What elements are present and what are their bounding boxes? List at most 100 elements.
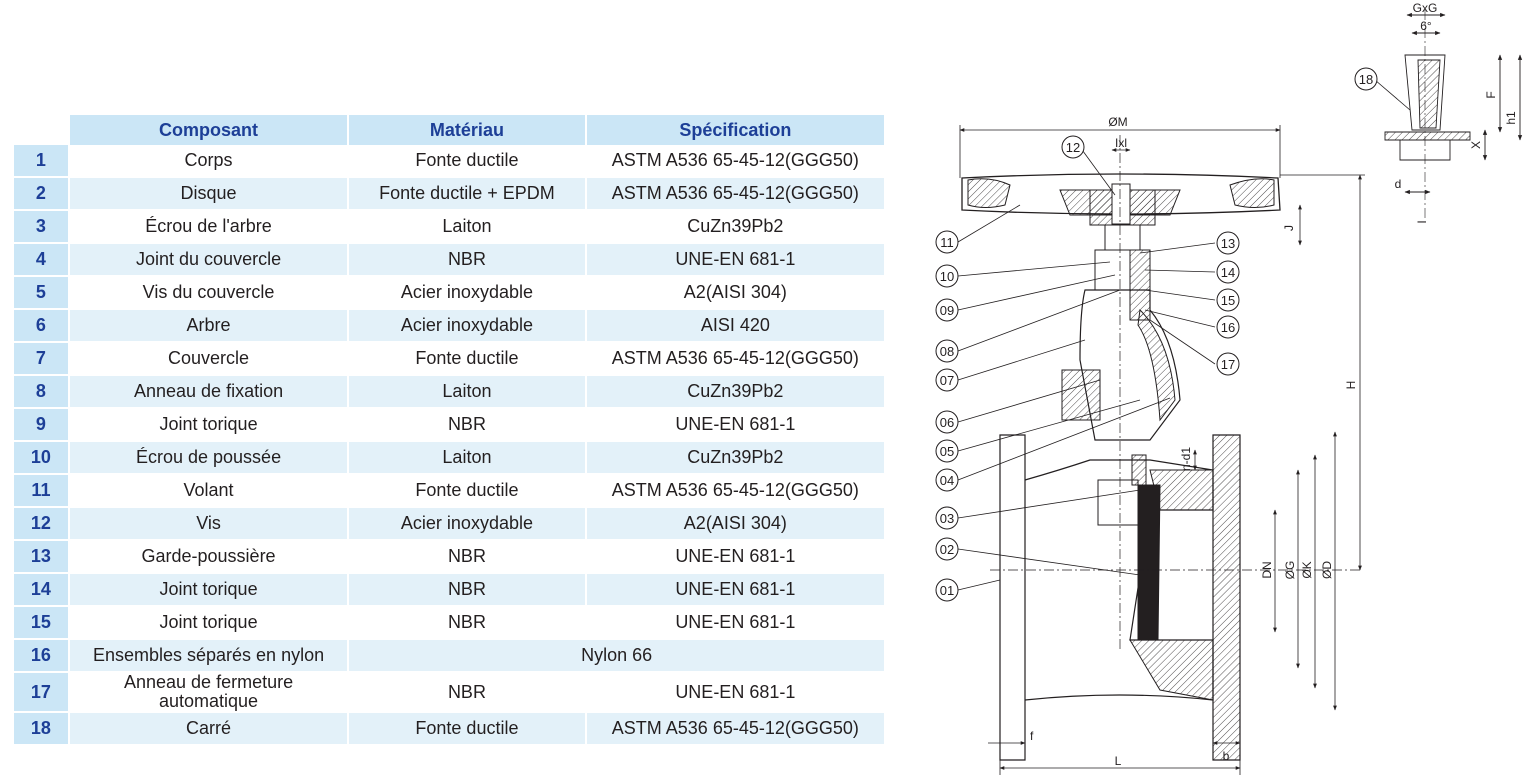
table-row: 5 Vis du couvercle Acier inoxydable A2(A… (14, 277, 886, 310)
spec-cell: ASTM A536 65-45-12(GGG50) (586, 713, 886, 746)
header-specification: Spécification (586, 115, 886, 145)
dim-X: X (1469, 141, 1483, 149)
svg-text:13: 13 (1221, 236, 1235, 251)
component-cell: Joint torique (69, 607, 350, 640)
components-table: Composant Matériau Spécification 1 Corps… (14, 115, 886, 746)
material-cell: NBR (349, 541, 587, 574)
row-number: 2 (14, 178, 70, 211)
callout-14: 14 (1216, 260, 1240, 284)
table-row: 16 Ensembles séparés en nylon Nylon 66 (14, 640, 886, 673)
component-cell: Vis du couvercle (69, 277, 350, 310)
component-cell: Carré (69, 713, 350, 746)
row-number: 1 (14, 145, 70, 178)
dim-angle: 6° (1420, 19, 1432, 33)
spec-cell: ASTM A536 65-45-12(GGG50) (586, 178, 886, 211)
material-cell: Laiton (349, 211, 587, 244)
table-row: 13 Garde-poussière NBR UNE-EN 681-1 (14, 541, 886, 574)
dim-f: f (1030, 729, 1034, 743)
material-cell: NBR (349, 607, 587, 640)
dim-M: ØM (1108, 115, 1127, 129)
component-cell: Anneau de fixation (69, 376, 350, 409)
component-cell: Couvercle (69, 343, 350, 376)
component-cell: Disque (69, 178, 350, 211)
dim-GxG: GxG (1413, 1, 1438, 15)
dim-J: J (1282, 225, 1296, 231)
table-row: 7 Couvercle Fonte ductile ASTM A536 65-4… (14, 343, 886, 376)
dim-L: L (1115, 754, 1122, 768)
component-cell: Écrou de l'arbre (69, 211, 350, 244)
callout-12: 12 (1061, 135, 1085, 159)
callout-06: 06 (935, 410, 959, 434)
row-number: 10 (14, 442, 70, 475)
callout-leaders (957, 79, 1411, 591)
material-cell: Fonte ductile (349, 343, 587, 376)
dim-K: ØK (1300, 561, 1314, 578)
row-number: 12 (14, 508, 70, 541)
components-table-container: Composant Matériau Spécification 1 Corps… (14, 115, 886, 746)
table-row: 9 Joint torique NBR UNE-EN 681-1 (14, 409, 886, 442)
spec-cell: ASTM A536 65-45-12(GGG50) (586, 145, 886, 178)
material-cell: Laiton (349, 442, 587, 475)
material-cell: Fonte ductile (349, 475, 587, 508)
component-cell: Joint torique (69, 409, 350, 442)
component-cell: Volant (69, 475, 350, 508)
svg-text:18: 18 (1359, 72, 1373, 87)
callout-02: 02 (935, 537, 959, 561)
svg-text:08: 08 (940, 344, 954, 359)
spec-cell: UNE-EN 681-1 (586, 244, 886, 277)
table-row: 12 Vis Acier inoxydable A2(AISI 304) (14, 508, 886, 541)
svg-text:07: 07 (940, 373, 954, 388)
svg-text:02: 02 (940, 542, 954, 557)
table-row: 15 Joint torique NBR UNE-EN 681-1 (14, 607, 886, 640)
callout-07: 07 (935, 368, 959, 392)
header-composant: Composant (69, 115, 350, 145)
dim-lxl: Ixl (1115, 136, 1127, 150)
callout-11: 11 (935, 230, 959, 254)
callout-markers: 11 10 09 08 07 06 05 04 03 02 01 12 13 1… (935, 67, 1378, 602)
spec-cell: CuZn39Pb2 (586, 442, 886, 475)
svg-text:16: 16 (1221, 320, 1235, 335)
table-row: 10 Écrou de poussée Laiton CuZn39Pb2 (14, 442, 886, 475)
material-cell: NBR (349, 574, 587, 607)
dim-G: ØG (1283, 561, 1297, 580)
table-row: 18 Carré Fonte ductile ASTM A536 65-45-1… (14, 713, 886, 746)
row-number: 16 (14, 640, 70, 673)
spec-cell: A2(AISI 304) (586, 277, 886, 310)
svg-text:01: 01 (940, 583, 954, 598)
spec-cell: UNE-EN 681-1 (586, 673, 886, 713)
component-line-1: Anneau de fermeture (123, 672, 294, 692)
callout-13: 13 (1216, 231, 1240, 255)
material-cell: Laiton (349, 376, 587, 409)
callout-15: 15 (1216, 288, 1240, 312)
row-number: 4 (14, 244, 70, 277)
svg-text:06: 06 (940, 415, 954, 430)
callout-10: 10 (935, 264, 959, 288)
merged-material-spec-cell: Nylon 66 (349, 640, 886, 673)
component-cell: Écrou de poussée (69, 442, 350, 475)
callout-09: 09 (935, 298, 959, 322)
callout-01: 01 (935, 578, 959, 602)
table-row: 11 Volant Fonte ductile ASTM A536 65-45-… (14, 475, 886, 508)
spec-cell: AISI 420 (586, 310, 886, 343)
row-number: 13 (14, 541, 70, 574)
component-cell: Joint torique (69, 574, 350, 607)
spec-cell: UNE-EN 681-1 (586, 607, 886, 640)
spec-cell: UNE-EN 681-1 (586, 409, 886, 442)
svg-text:12: 12 (1066, 140, 1080, 155)
svg-text:15: 15 (1221, 293, 1235, 308)
svg-text:09: 09 (940, 303, 954, 318)
material-cell: Acier inoxydable (349, 277, 587, 310)
dimension-labels: ØM Ixl J H n-d1 DN ØG ØK ØD f b L GxG 6°… (1030, 1, 1518, 768)
svg-text:04: 04 (940, 473, 954, 488)
dim-d: d (1395, 177, 1402, 191)
dim-nd1: n-d1 (1179, 447, 1193, 471)
row-number: 15 (14, 607, 70, 640)
svg-text:05: 05 (940, 444, 954, 459)
callout-16: 16 (1216, 315, 1240, 339)
square-nut-detail (1384, 10, 1523, 220)
valve-body-outline (961, 135, 1360, 761)
dim-b: b (1223, 749, 1230, 763)
row-number: 17 (14, 673, 70, 713)
table-row: 17 Anneau de fermeture automatique NBR U… (14, 673, 886, 713)
